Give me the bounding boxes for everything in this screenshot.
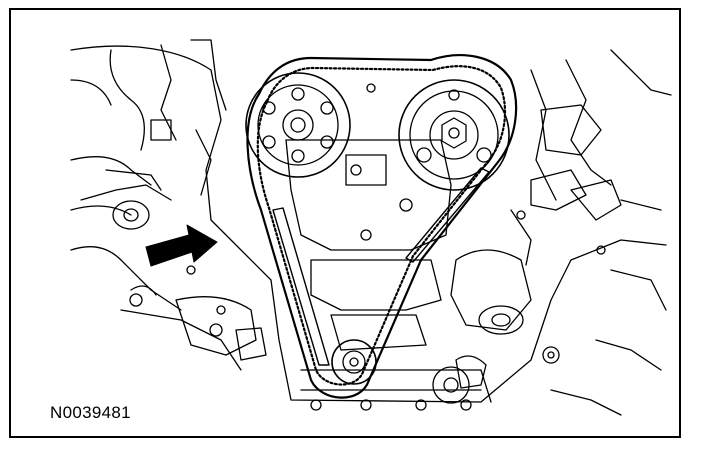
engine-block-outline [70, 39, 672, 416]
left-engine-detail [80, 119, 267, 361]
exhaust-cam-sprocket [398, 79, 510, 191]
callout-arrow [145, 224, 218, 267]
intake-cam-sprocket [245, 72, 351, 178]
central-block-detail [285, 139, 492, 411]
figure-id-label: N0039481 [50, 403, 131, 422]
bolts [186, 83, 606, 315]
chain-guides [272, 167, 490, 366]
crankshaft-sprocket [331, 339, 470, 404]
timing-chain [246, 54, 518, 399]
right-engine-detail [450, 104, 622, 389]
figure-frame: N0039481 [9, 8, 681, 438]
timing-chain-illustration [70, 39, 672, 416]
